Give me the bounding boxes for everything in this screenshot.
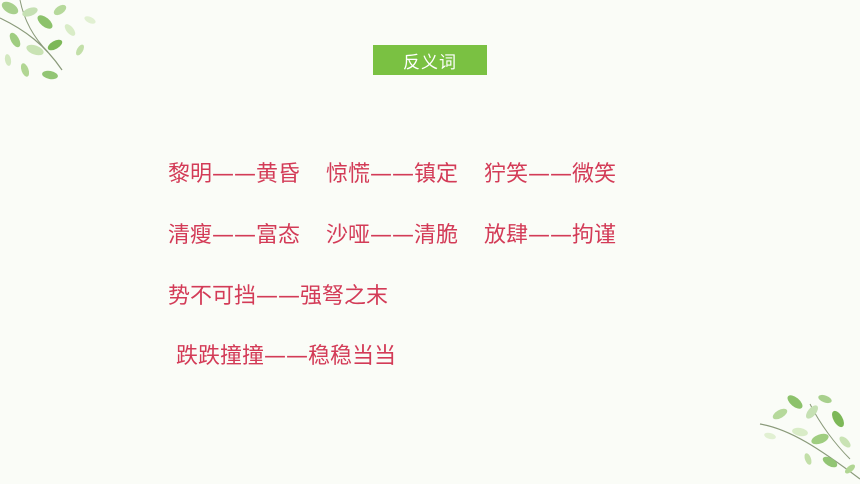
- antonym-pair: 惊慌——镇定: [326, 162, 459, 187]
- antonym-pair: 清瘦——富态: [168, 223, 301, 248]
- antonym-pair: 跌跌撞撞——稳稳当当: [176, 344, 397, 369]
- leaf-branch-bottom-right-icon: [759, 394, 860, 480]
- antonym-pair: 沙哑——清脆: [326, 223, 459, 248]
- antonym-pair: 势不可挡——强弩之末: [168, 284, 389, 309]
- antonym-pair: 黎明——黄昏: [168, 162, 301, 187]
- antonym-row-2: 清瘦——富态 沙哑——清脆 放肆——拘谨: [168, 217, 616, 249]
- antonym-pair: 放肆——拘谨: [484, 223, 617, 248]
- antonym-row-3: 势不可挡——强弩之末: [168, 278, 388, 310]
- antonym-pair: 狞笑——微笑: [484, 162, 617, 187]
- slide-title-box: 反义词: [373, 45, 487, 75]
- leaf-branch-top-left-icon: [0, 0, 96, 80]
- slide-title: 反义词: [403, 52, 457, 73]
- antonym-row-4: 跌跌撞撞——稳稳当当: [176, 338, 396, 370]
- antonym-row-1: 黎明——黄昏 惊慌——镇定 狞笑——微笑: [168, 156, 616, 188]
